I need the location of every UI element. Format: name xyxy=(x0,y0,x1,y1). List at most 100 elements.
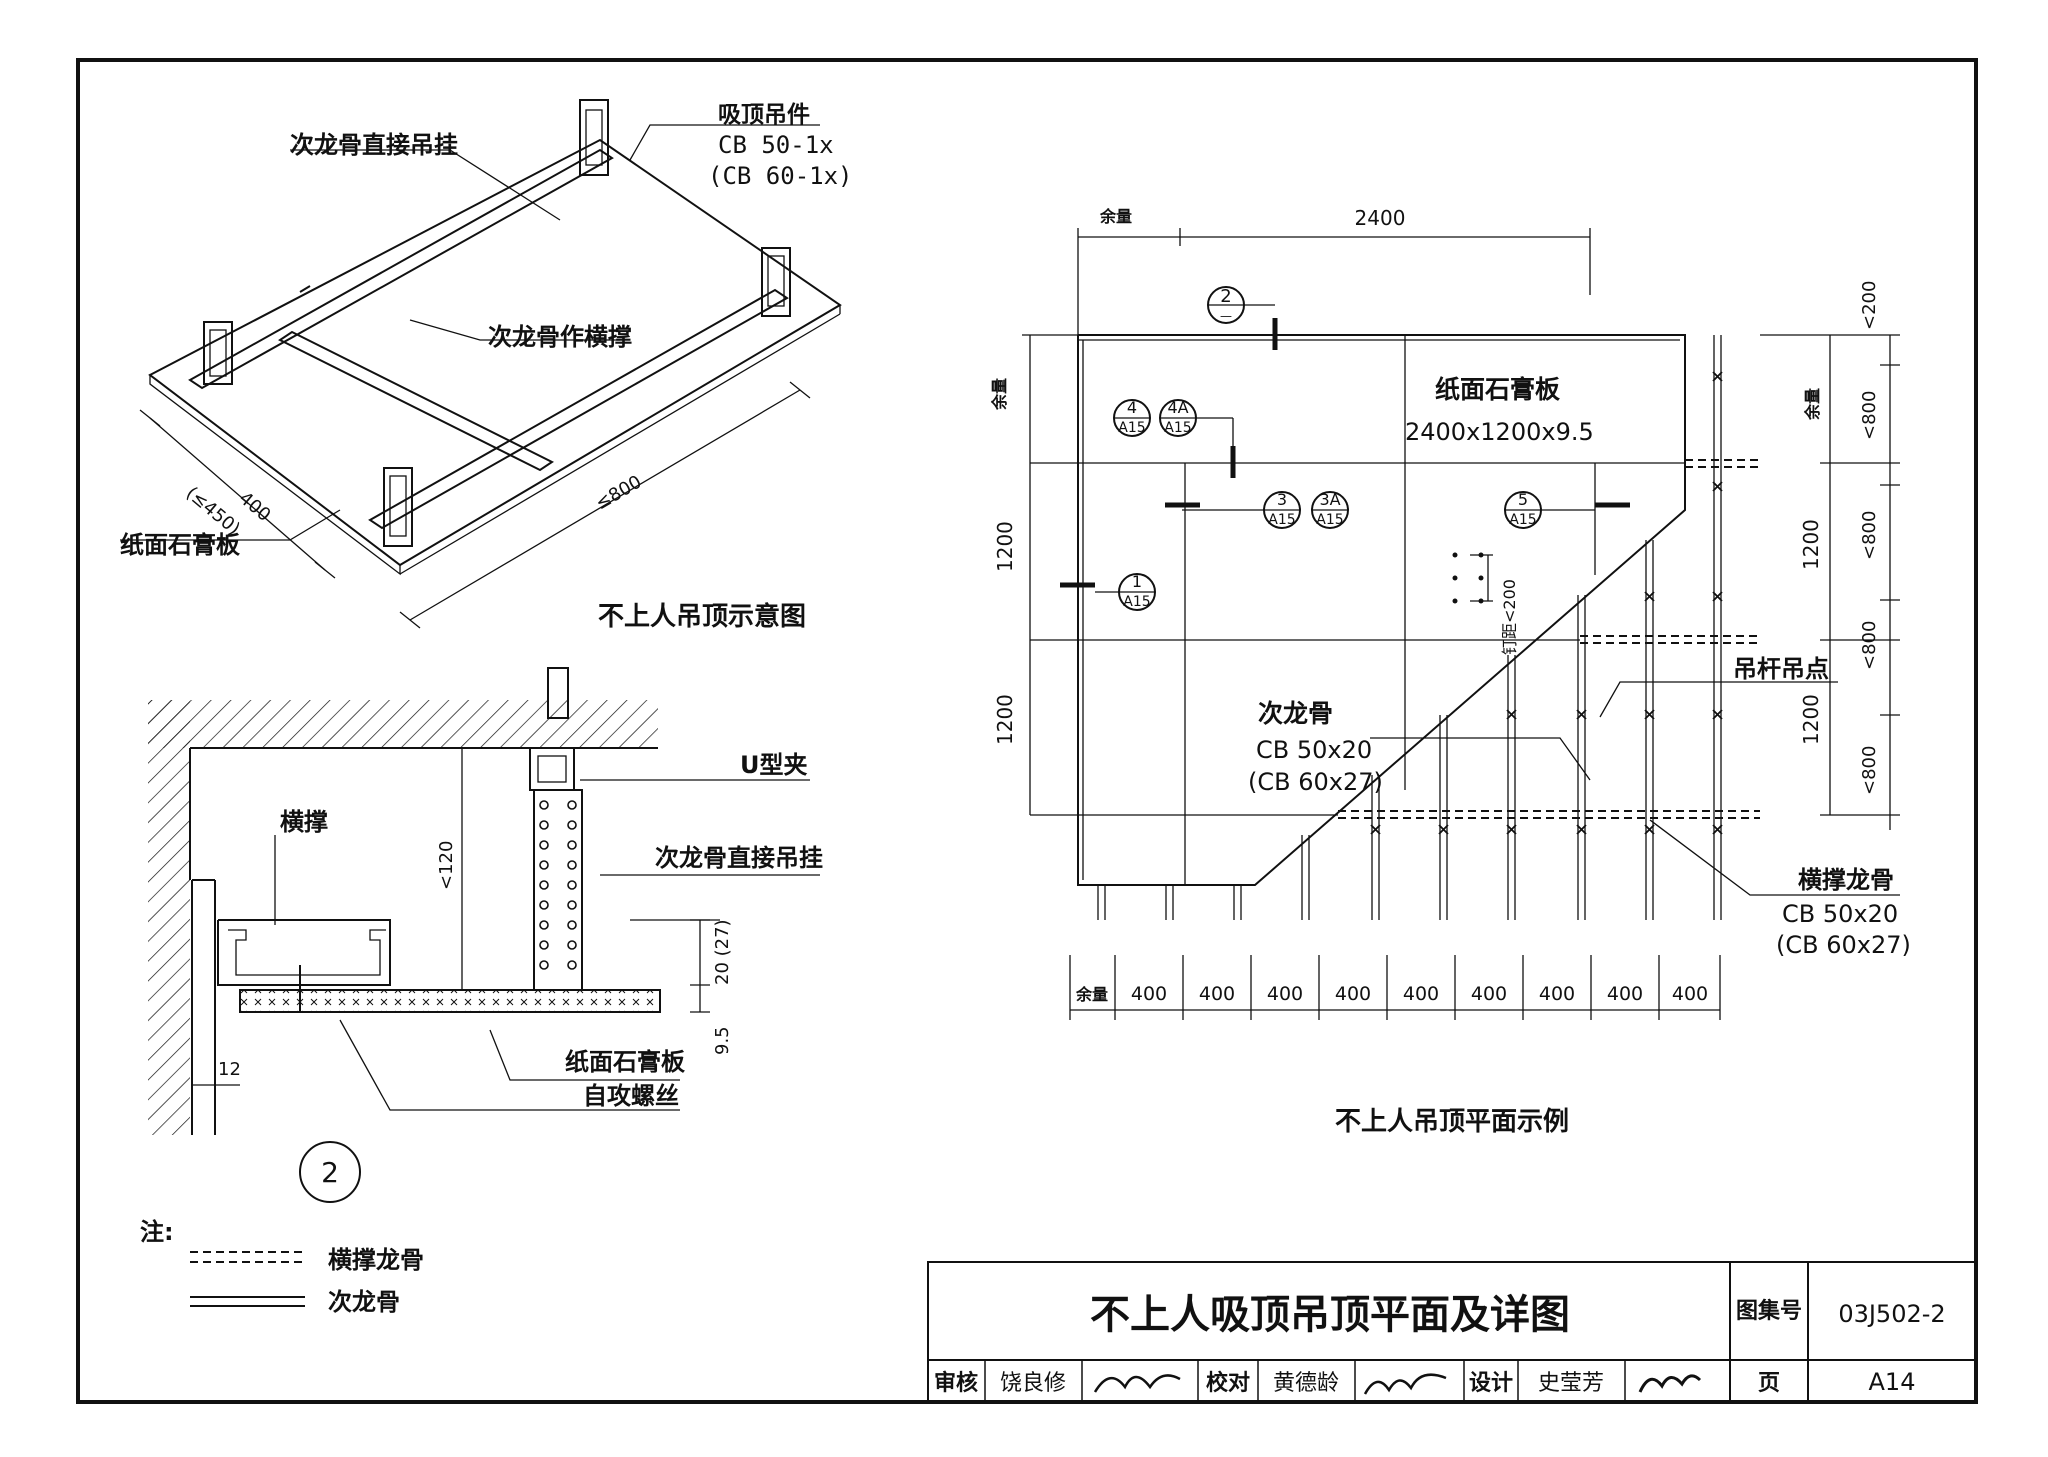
hanger-3 xyxy=(761,247,791,317)
hanger-2 xyxy=(579,99,609,176)
callout-4: 4 A15 xyxy=(1113,398,1151,437)
plan-right-800-a: <800 xyxy=(1859,391,1880,440)
plan-right-margin: 余量 xyxy=(1803,388,1822,421)
designer-name: 史莹芳 xyxy=(1538,1371,1604,1396)
detail-label-direct: 次龙骨直接吊挂 xyxy=(655,844,823,872)
plan-right-800-c: <800 xyxy=(1859,621,1880,670)
plan-left-margin: 余量 xyxy=(990,378,1009,411)
plan-cross-spec-1: CB 50x20 xyxy=(1782,900,1898,928)
plan-right-800-d: <800 xyxy=(1859,746,1880,795)
review-label: 审核 xyxy=(934,1370,978,1396)
callout-3: 3 A15 xyxy=(1182,490,1301,529)
detail-dim-95: 9.5 xyxy=(712,1026,733,1055)
detail-label-uclip: U型夹 xyxy=(740,751,808,779)
callout-4a: 4A A15 xyxy=(1159,398,1234,462)
callout-2-bottom: — xyxy=(1220,309,1232,323)
callout-4a-ref: A15 xyxy=(1164,420,1191,436)
section-detail: 横撑 U型夹 次龙骨直接吊挂 <120 20 (27) 9.5 12 纸面石膏板… xyxy=(148,667,823,1203)
plan-right-1200-a: 1200 xyxy=(1799,519,1823,570)
plan-right-200: <200 xyxy=(1859,281,1880,330)
callout-5-ref: A15 xyxy=(1509,512,1536,528)
plan-board-label: 纸面石膏板 xyxy=(1435,375,1560,404)
detail-dim-20: 20 (27) xyxy=(712,919,733,985)
dim-800: ≤800 xyxy=(592,471,645,514)
plan-bottom-dim-6: 400 xyxy=(1471,983,1507,1005)
callout-3a-top: 3A xyxy=(1319,490,1340,509)
title-block: 不上人吸顶吊顶平面及详图 图集号 03J502-2 审核 饶良修 校对 黄德龄 … xyxy=(927,1261,1977,1403)
plan-sec-spec-1: CB 50x20 xyxy=(1256,736,1372,764)
page-label: 页 xyxy=(1758,1371,1780,1396)
callout-5: 5 A15 xyxy=(1504,490,1595,529)
plan-sec-label: 次龙骨 xyxy=(1258,699,1333,728)
hanger-spec-1: CB 50-1x xyxy=(718,131,834,159)
checker-signature xyxy=(1363,1373,1447,1395)
plan-top-margin: 余量 xyxy=(1099,207,1132,226)
callout-4a-top: 4A xyxy=(1167,398,1188,417)
callout-3-top: 3 xyxy=(1277,490,1287,509)
callout-1: 1 A15 xyxy=(1095,572,1156,611)
plan-bottom-margin: 余量 xyxy=(1075,985,1108,1004)
plan-bottom-dim-7: 400 xyxy=(1539,983,1575,1005)
plan-bottom-dim-8: 400 xyxy=(1607,983,1643,1005)
reviewer-signature xyxy=(1093,1374,1181,1393)
callout-3-ref: A15 xyxy=(1268,512,1295,528)
detail-dim-12: 12 xyxy=(218,1059,241,1080)
hanger-4 xyxy=(383,467,413,547)
callout-1-ref: A15 xyxy=(1123,594,1150,610)
plan-cross-label: 横撑龙骨 xyxy=(1798,866,1894,894)
plan-caption: 不上人吊顶平面示例 xyxy=(1335,1107,1569,1137)
legend-double-label: 次龙骨 xyxy=(328,1288,400,1316)
plan-right-800-b: <800 xyxy=(1859,511,1880,560)
checker-name: 黄德龄 xyxy=(1273,1371,1339,1396)
notes: 注: 横撑龙骨 次龙骨 xyxy=(140,1218,424,1316)
callout-2-top: 2 xyxy=(1220,286,1231,307)
isometric-diagram: 次龙骨直接吊挂 吸顶吊件 CB 50-1x (CB 60-1x) 次龙骨作横撑 … xyxy=(120,99,853,632)
hanger-spec-2: (CB 60-1x) xyxy=(708,162,853,190)
label-secondary-direct: 次龙骨直接吊挂 xyxy=(290,131,458,159)
hanger-1 xyxy=(203,321,233,385)
page-no: A14 xyxy=(1869,1368,1916,1396)
detail-label-board: 纸面石膏板 xyxy=(565,1048,686,1076)
iso-label-board: 纸面石膏板 xyxy=(120,531,241,559)
detail-number-circle xyxy=(299,1141,361,1203)
plan-board-size: 2400x1200x9.5 xyxy=(1405,418,1594,446)
sheet-title: 不上人吸顶吊顶平面及详图 xyxy=(1090,1292,1570,1338)
callout-4-ref: A15 xyxy=(1118,420,1145,436)
plan-screw-spacing: 钉距<200 xyxy=(1500,579,1519,655)
iso-caption: 不上人吊顶示意图 xyxy=(598,601,806,632)
label-hanger: 吸顶吊件 xyxy=(718,102,810,128)
callout-2: 2 — xyxy=(1207,286,1275,324)
plan-right-1200-b: 1200 xyxy=(1799,694,1823,745)
design-label: 设计 xyxy=(1469,1371,1513,1396)
atlas-no: 03J502-2 xyxy=(1838,1300,1945,1328)
callout-5-top: 5 xyxy=(1518,490,1528,509)
reviewer-name: 饶良修 xyxy=(1000,1371,1066,1396)
plan-left-1200-b: 1200 xyxy=(993,694,1017,745)
plan-diagram: 2 — 4 A15 4A A15 3 A15 3A A15 xyxy=(990,206,1911,1137)
plan-bottom-dim-3: 400 xyxy=(1267,983,1303,1005)
detail-label-screw: 自攻螺丝 xyxy=(583,1082,679,1110)
detail-label-cross: 横撑 xyxy=(280,808,328,836)
plan-bottom-dim-1: 400 xyxy=(1131,983,1167,1005)
callout-3a-ref: A15 xyxy=(1316,512,1343,528)
plan-hanger-point: 吊杆吊点 xyxy=(1733,655,1829,683)
notes-title: 注: xyxy=(140,1218,174,1246)
callout-4-top: 4 xyxy=(1127,398,1137,417)
plan-sec-spec-2: (CB 60x27) xyxy=(1248,768,1383,796)
plan-top-2400: 2400 xyxy=(1355,206,1406,230)
atlas-label: 图集号 xyxy=(1736,1298,1802,1324)
plan-bottom-dim-9: 400 xyxy=(1672,983,1708,1005)
callout-1-top: 1 xyxy=(1132,572,1142,591)
legend-dash-label: 横撑龙骨 xyxy=(328,1246,424,1274)
check-label: 校对 xyxy=(1206,1370,1250,1396)
plan-bottom-dim-2: 400 xyxy=(1199,983,1235,1005)
plan-bottom-dim-4: 400 xyxy=(1335,983,1371,1005)
label-cross-brace: 次龙骨作横撑 xyxy=(488,323,632,351)
plan-left-1200-a: 1200 xyxy=(993,521,1017,572)
plan-bottom-dim-5: 400 xyxy=(1403,983,1439,1005)
plan-cross-spec-2: (CB 60x27) xyxy=(1776,931,1911,959)
callout-3a: 3A A15 xyxy=(1311,490,1349,529)
joists xyxy=(1097,335,1722,920)
designer-signature xyxy=(1638,1374,1702,1393)
